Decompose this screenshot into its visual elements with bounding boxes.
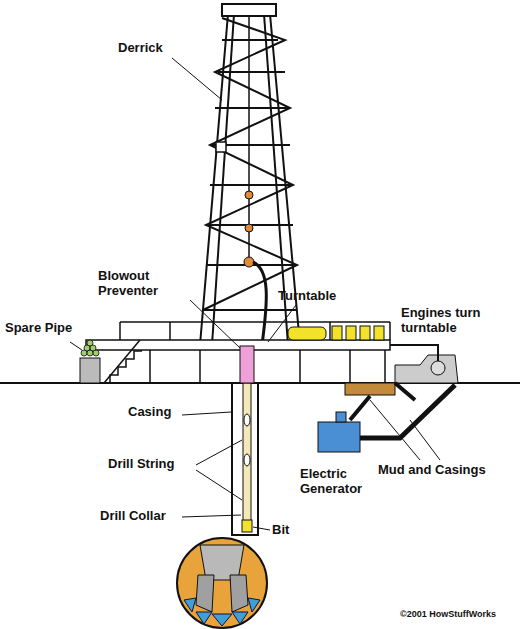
part-label: Electric Generator	[300, 466, 390, 496]
part-label: Drill Collar	[100, 508, 166, 523]
part-label: Derrick	[118, 40, 163, 55]
part-label: Blowout Preventer	[98, 268, 188, 298]
part-label: Drill String	[108, 456, 174, 471]
part-label: Turntable	[278, 288, 336, 303]
part-label: Casing	[128, 404, 171, 419]
part-label: Engines turn turntable	[401, 305, 515, 335]
part-label: Bit	[272, 522, 289, 537]
leader-lines	[70, 58, 440, 530]
copyright-note: ©2001 HowStuffWorks	[400, 609, 496, 620]
part-label: Spare Pipe	[5, 320, 72, 335]
part-label: Mud and Casings	[378, 462, 486, 477]
